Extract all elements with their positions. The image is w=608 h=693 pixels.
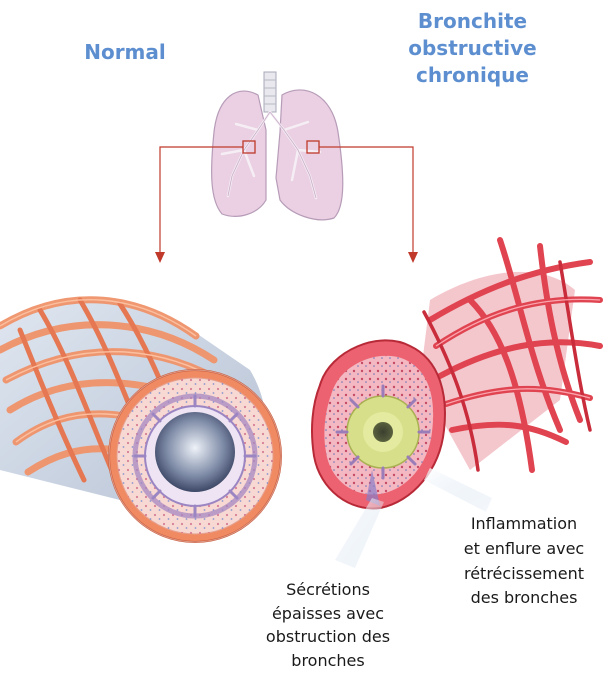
arrow-normal-head	[155, 252, 165, 263]
secretions-caption: Sécrétions épaisses avec obstruction des…	[228, 578, 428, 673]
arrow-chronic-head	[408, 252, 418, 263]
caption-line: obstruction des	[228, 625, 428, 649]
chronic-bronchitis-title: Bronchite obstructive chronique	[375, 8, 570, 89]
caption-line: Inflammation	[440, 512, 608, 537]
lungs-illustration	[212, 72, 343, 220]
caption-line: et enflure avec	[440, 537, 608, 562]
chronic-title-line: chronique	[375, 62, 570, 89]
caption-line: Sécrétions	[228, 578, 428, 602]
inflammation-caption: Inflammation et enflure avec rétrécissem…	[440, 512, 608, 611]
caption-line: bronches	[228, 649, 428, 673]
normal-label: Normal	[60, 40, 190, 64]
chronic-title-line: Bronchite	[375, 8, 570, 35]
caption-line: épaisses avec	[228, 602, 428, 626]
normal-bronchus-illustration	[0, 300, 281, 542]
chronic-bronchus-illustration	[312, 240, 600, 508]
caption-line: des bronches	[440, 586, 608, 611]
caption-line: rétrécissement	[440, 562, 608, 587]
chronic-title-line: obstructive	[375, 35, 570, 62]
